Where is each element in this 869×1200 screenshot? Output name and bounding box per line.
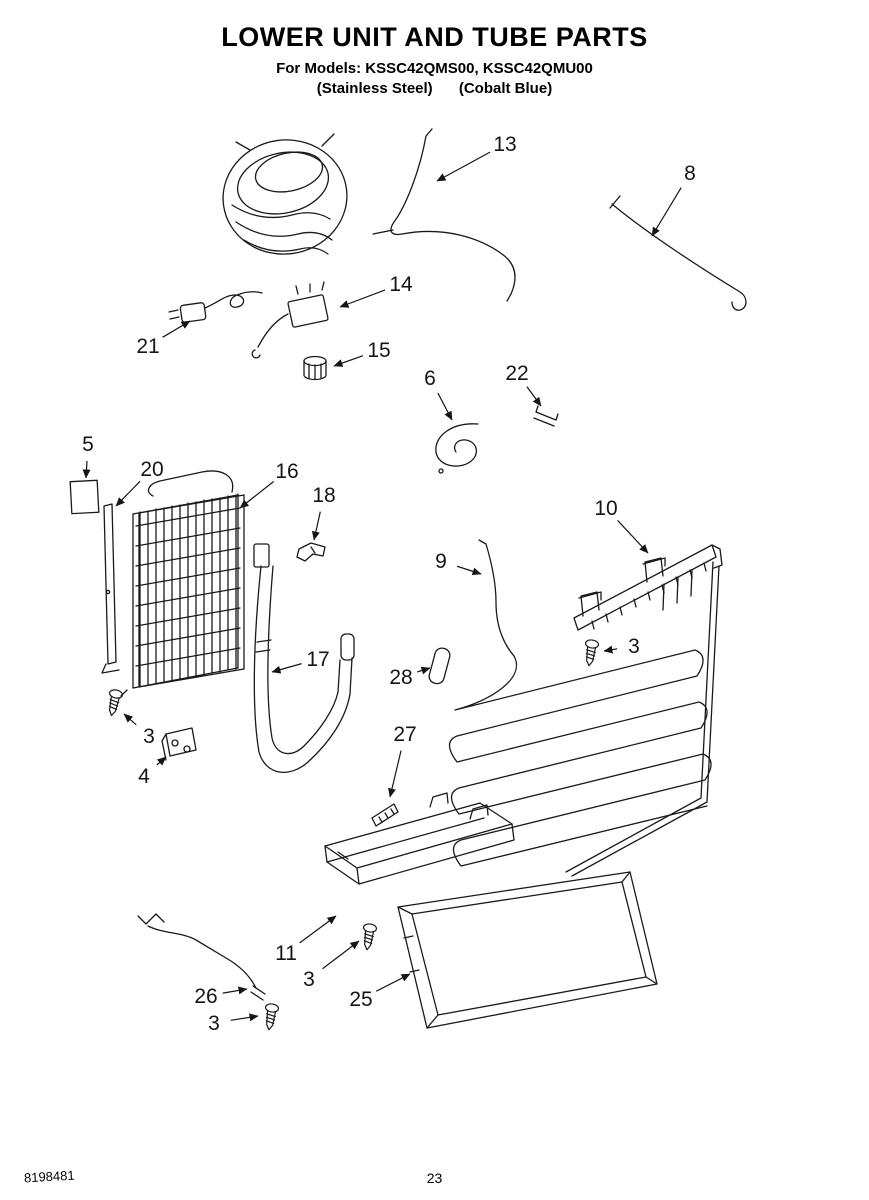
- screw-3: [359, 922, 378, 952]
- models-line: For Models: KSSC42QMS00, KSSC42QMU00: [276, 60, 593, 77]
- callout-arrow-13: [436, 151, 491, 182]
- rod-8: [609, 195, 747, 311]
- frame-edges: [565, 561, 720, 877]
- callout-label-28: 28: [389, 666, 412, 689]
- callout-label-5: 5: [82, 433, 94, 456]
- bracket-tray-11: [324, 792, 515, 885]
- callout-label-4: 4: [138, 765, 150, 788]
- callout-arrow-9: [456, 565, 482, 576]
- callout-label-16: 16: [275, 460, 298, 483]
- clamp-18: [296, 542, 326, 562]
- callout-arrow-4: [156, 756, 167, 766]
- finish-cobalt: (Cobalt Blue): [458, 80, 553, 97]
- callout-arrow-14: [339, 289, 386, 308]
- callout-label-13: 13: [493, 133, 516, 156]
- page-number: 23: [426, 1170, 443, 1186]
- callout-arrow-10: [617, 520, 649, 554]
- callout-label-6: 6: [424, 367, 436, 390]
- compressor-illustration: [222, 133, 348, 255]
- callout-label-9: 9: [435, 550, 447, 573]
- clip-22: [533, 405, 559, 427]
- callout-label-22: 22: [505, 362, 528, 385]
- callout-label-10: 10: [594, 497, 617, 520]
- callout-arrow-3: [123, 713, 137, 726]
- callout-layer: 13 8 14 21 15 6 22 5 20 16 18 10 9 3 17 28 3 4 27 11 3 26 3 25: [82, 133, 696, 1035]
- callout-arrow-11: [299, 915, 337, 944]
- power-cord-21: [168, 291, 263, 323]
- screw-3: [104, 688, 124, 718]
- callout-arrow-8: [651, 187, 682, 237]
- finish-stainless: (Stainless Steel): [316, 80, 433, 97]
- callout-label-3: 3: [143, 725, 155, 748]
- callout-label-3: 3: [303, 968, 315, 991]
- callout-arrow-6: [437, 392, 453, 421]
- callout-arrow-3: [603, 645, 618, 654]
- callout-label-25: 25: [349, 988, 372, 1011]
- callout-label-8: 8: [684, 162, 696, 185]
- callout-arrow-17: [271, 663, 302, 674]
- callout-arrow-16: [239, 481, 275, 509]
- callout-arrow-18: [311, 511, 321, 541]
- bracket-4: [161, 727, 197, 761]
- strip-20: [101, 503, 120, 674]
- callout-label-21: 21: [136, 335, 159, 358]
- callout-arrow-21: [162, 320, 191, 338]
- evaporator-16: [120, 470, 245, 697]
- diagram-artwork: [69, 128, 747, 1032]
- tube-26: [137, 913, 266, 1001]
- plate-5: [69, 479, 100, 515]
- callout-arrow-3: [322, 940, 360, 970]
- callout-label-27: 27: [393, 723, 416, 746]
- tube-13: [372, 128, 516, 302]
- callout-label-26: 26: [194, 985, 217, 1008]
- callout-arrow-15: [333, 355, 364, 367]
- callout-arrow-20: [115, 480, 141, 507]
- callout-label-17: 17: [306, 648, 329, 671]
- relay-14: [251, 281, 329, 359]
- page-title: LOWER UNIT AND TUBE PARTS: [221, 22, 648, 52]
- callout-arrow-3: [230, 1013, 259, 1022]
- screw-3: [581, 638, 600, 668]
- sleeve-28: [428, 647, 451, 685]
- callout-label-3: 3: [208, 1012, 220, 1035]
- sleeve-27: [371, 803, 399, 827]
- callout-label-11: 11: [275, 942, 297, 965]
- callout-arrow-22: [526, 386, 542, 407]
- callout-label-14: 14: [389, 273, 413, 296]
- rail-10: [573, 544, 723, 631]
- callout-label-20: 20: [140, 458, 163, 481]
- tube-coil-6: [435, 423, 479, 474]
- finish-line: (Stainless Steel) (Cobalt Blue): [0, 80, 869, 97]
- tube-9-and-condenser: [448, 539, 712, 867]
- callout-arrow-26: [222, 986, 248, 995]
- drain-pan-25: [397, 871, 658, 1029]
- tube-loop-17: [253, 543, 355, 773]
- callout-label-15: 15: [367, 339, 390, 362]
- capacitor-15: [303, 355, 327, 381]
- callout-arrow-27: [388, 750, 402, 798]
- screw-3: [261, 1002, 280, 1032]
- callout-arrow-25: [375, 973, 411, 992]
- callout-arrow-28: [417, 666, 431, 675]
- callout-label-3: 3: [628, 635, 640, 658]
- callout-arrow-5: [82, 460, 91, 479]
- callout-label-18: 18: [312, 484, 335, 507]
- title-block: LOWER UNIT AND TUBE PARTS For Models: KS…: [0, 22, 869, 97]
